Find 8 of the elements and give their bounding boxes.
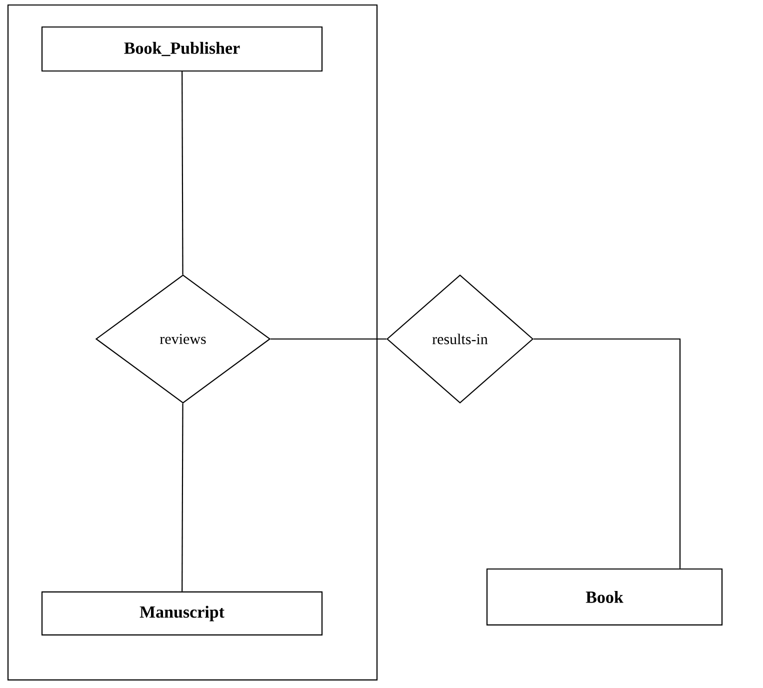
connector-line <box>270 338 386 340</box>
connector-line <box>534 338 681 568</box>
entity-box: Manuscript <box>41 591 323 636</box>
entity-box: Book_Publisher <box>41 26 323 72</box>
aggregation-box <box>7 4 378 681</box>
connector-line <box>182 72 184 275</box>
entity-box: Book <box>486 568 723 626</box>
connector-line <box>182 403 184 592</box>
